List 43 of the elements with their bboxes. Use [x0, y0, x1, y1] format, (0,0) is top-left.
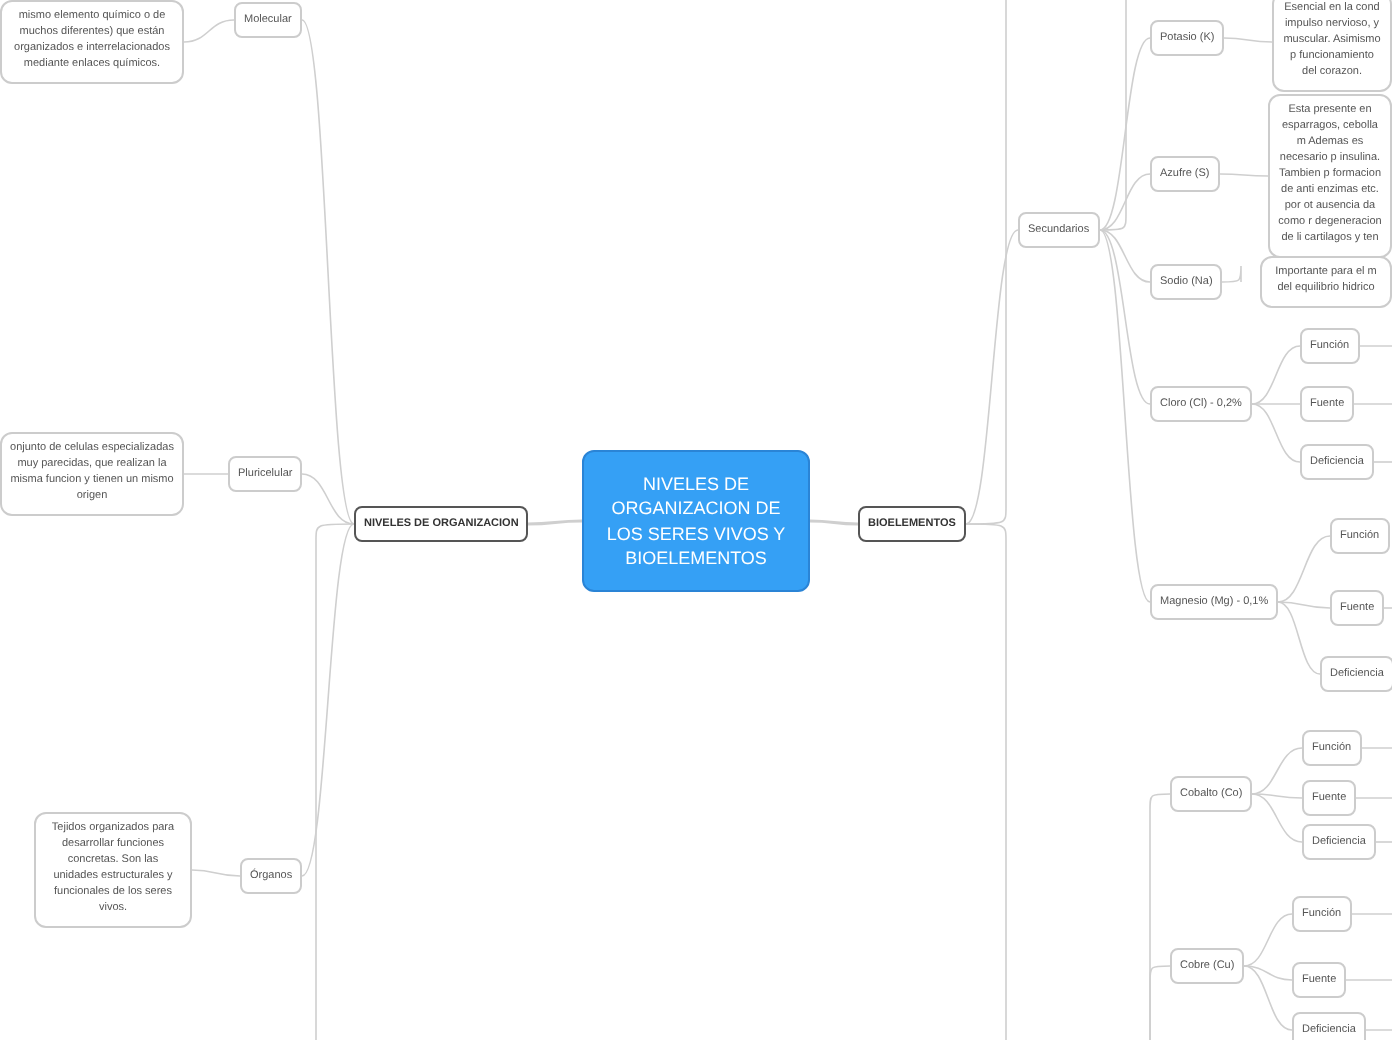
connector-line [315, 523, 355, 1040]
connector-line [191, 869, 241, 877]
connector-line [1243, 965, 1293, 1031]
connector-line [965, 229, 1019, 525]
connector-line [1251, 345, 1301, 405]
connector-line [301, 473, 355, 525]
connector-line [965, 523, 1007, 1040]
connector-line [1251, 403, 1301, 405]
connector-line [1243, 965, 1293, 981]
connector-line [1375, 841, 1392, 843]
connector-line [1365, 1029, 1392, 1031]
connector-line [1251, 793, 1303, 799]
connector-line [1373, 461, 1392, 463]
connector-line [1383, 607, 1392, 609]
connector-line [301, 19, 355, 525]
connector-line [1345, 979, 1392, 981]
connector-line [1149, 965, 1171, 1040]
connector-line [1223, 37, 1273, 43]
connector-line [1277, 601, 1331, 609]
connector-line [1351, 913, 1392, 915]
connector-line [1251, 747, 1303, 795]
connector-line [1243, 913, 1293, 967]
connector-line [1221, 265, 1242, 283]
connector-line [1099, 229, 1151, 283]
central-topic: NIVELES DE ORGANIZACION DE LOS SERES VIVOS Y BIOELEMENTOS [582, 450, 810, 592]
connector-line [183, 19, 235, 43]
connector-line [1251, 793, 1303, 843]
connector-line [810, 519, 858, 526]
connector-line [1361, 747, 1392, 749]
connector-line [1099, 229, 1151, 603]
connector-line [528, 519, 582, 526]
connector-line [1099, 37, 1151, 231]
connector-line [1277, 601, 1321, 675]
connector-line [183, 473, 229, 475]
connector-line [1277, 535, 1331, 603]
connector-line [301, 523, 355, 877]
connector-line [1099, 173, 1151, 231]
connector-line [1099, 229, 1151, 405]
connector-line [1355, 797, 1392, 799]
connector-line [1353, 403, 1392, 405]
connector-line [1251, 403, 1301, 463]
connector-line [1219, 173, 1269, 177]
connector-line [1359, 345, 1392, 347]
